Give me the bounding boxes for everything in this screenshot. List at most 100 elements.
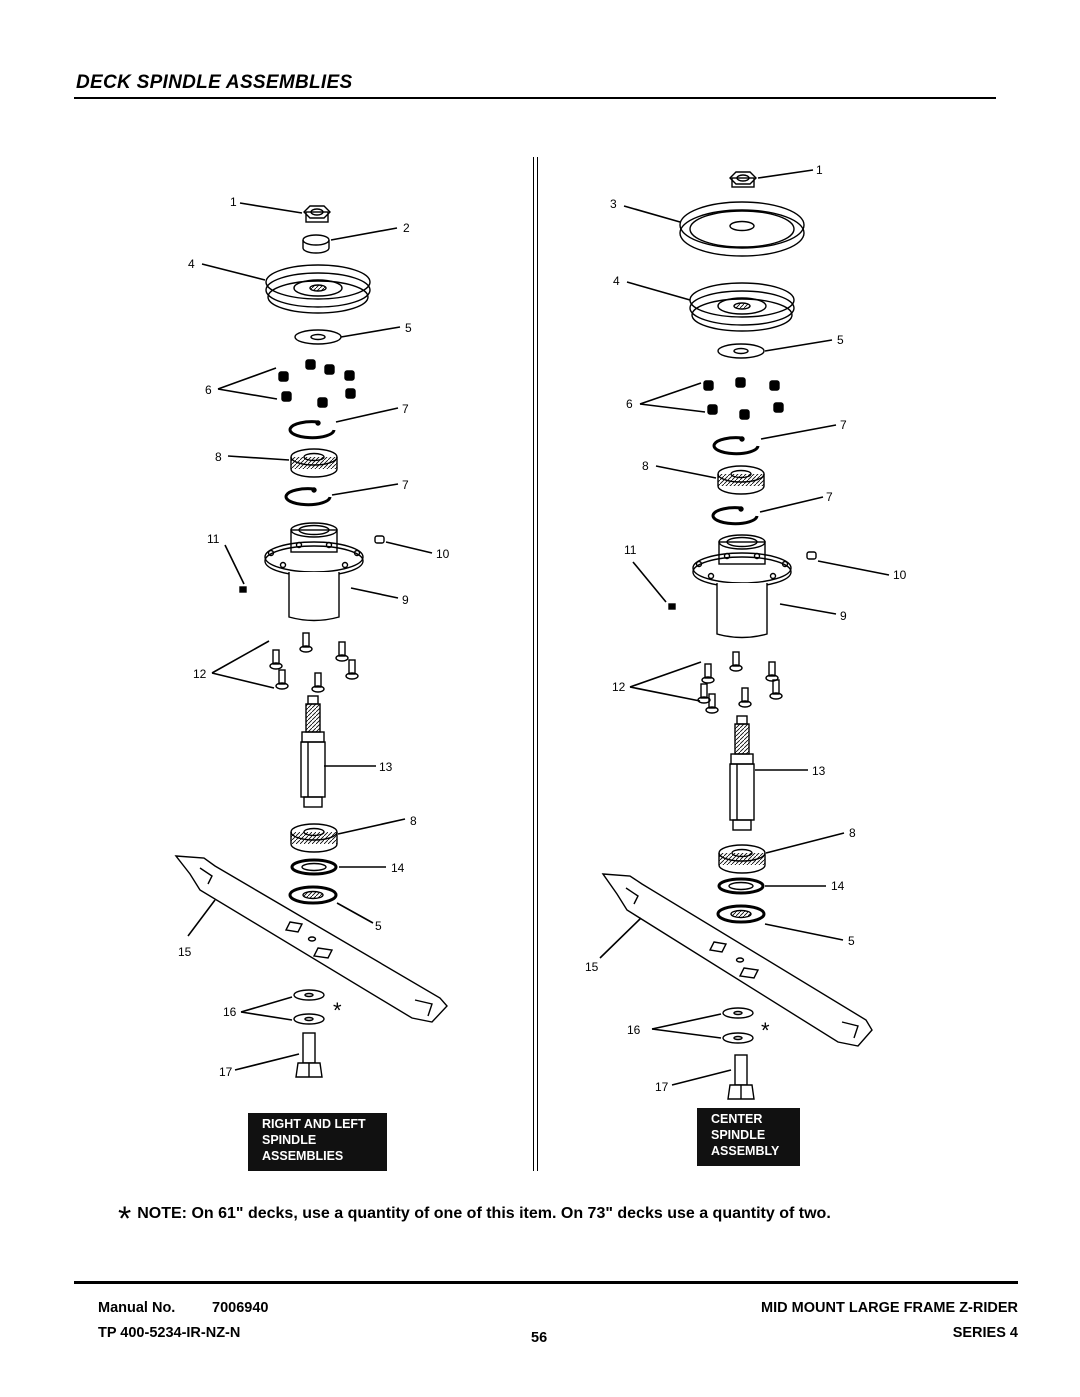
center-caption-line-1: CENTER xyxy=(711,1112,763,1126)
left-spindle-shaft xyxy=(300,695,326,808)
right-callout-9: 9 xyxy=(840,609,847,623)
left-plug xyxy=(239,586,247,593)
left-callout-5: 5 xyxy=(405,321,412,335)
left-callout-17: 17 xyxy=(219,1065,233,1079)
left-caption-line-1: RIGHT AND LEFT xyxy=(262,1117,366,1131)
center-spindle-assembly xyxy=(599,169,890,1100)
left-callout-8: 8 xyxy=(215,450,222,464)
right-snap-ring-upper xyxy=(712,436,760,456)
right-callout-1: 1 xyxy=(816,163,823,177)
left-callout-5: 5 xyxy=(375,919,382,933)
manual-label: Manual No. xyxy=(98,1300,176,1316)
left-callout-4: 4 xyxy=(188,257,195,271)
note-asterisk: * xyxy=(118,1200,132,1238)
title-rule xyxy=(74,97,996,99)
right-callout-7: 7 xyxy=(826,490,833,504)
left-spindle-assembly xyxy=(174,202,448,1078)
right-bearing-lower xyxy=(718,844,766,874)
left-asterisk: * xyxy=(333,998,342,1023)
center-assembly-caption: CENTER SPINDLE ASSEMBLY xyxy=(697,1108,800,1166)
left-seal xyxy=(290,858,338,876)
left-callout-8: 8 xyxy=(410,814,417,828)
left-snap-ring-lower xyxy=(284,487,332,507)
right-callout-10: 10 xyxy=(893,568,907,582)
left-callout-1: 1 xyxy=(230,195,237,209)
left-washers-16 xyxy=(293,989,325,1025)
left-washer-part xyxy=(294,329,342,345)
right-callout-14: 14 xyxy=(831,879,845,893)
page-title: DECK SPINDLE ASSEMBLIES xyxy=(76,72,353,93)
page-number: 56 xyxy=(531,1330,548,1346)
right-callout-7: 7 xyxy=(840,418,847,432)
right-bolts-group xyxy=(697,651,783,714)
quantity-note: *NOTE: On 61" decks, use a quantity of o… xyxy=(118,1200,831,1239)
left-spindle-housing xyxy=(264,522,364,622)
right-callout-16: 16 xyxy=(627,1023,641,1037)
right-callout-6: 6 xyxy=(626,397,633,411)
right-plug xyxy=(668,603,676,610)
right-spindle-shaft xyxy=(729,715,755,831)
left-bearing-lower xyxy=(290,823,338,853)
left-grease-fitting xyxy=(374,535,385,544)
right-seal xyxy=(717,877,765,895)
left-spacer-part xyxy=(302,234,330,254)
right-callout-8: 8 xyxy=(849,826,856,840)
left-callout-13: 13 xyxy=(379,760,393,774)
right-callout-11: 11 xyxy=(624,543,637,557)
left-blade-bolt xyxy=(295,1032,323,1078)
right-callout-13: 13 xyxy=(812,764,826,778)
left-callout-6: 6 xyxy=(205,383,212,397)
right-nuts-group xyxy=(703,377,784,420)
right-callout-12: 12 xyxy=(612,680,626,694)
left-callout-2: 2 xyxy=(403,221,410,235)
left-caption-line-3: ASSEMBLIES xyxy=(262,1149,344,1163)
left-callout-9: 9 xyxy=(402,593,409,607)
left-caption-line-2: SPINDLE xyxy=(262,1133,317,1147)
right-washer-lower xyxy=(716,904,766,924)
center-divider xyxy=(533,157,538,1171)
left-callout-11: 11 xyxy=(207,532,220,546)
right-washer xyxy=(717,343,765,359)
center-caption-line-3: ASSEMBLY xyxy=(711,1144,780,1158)
left-blade xyxy=(174,855,448,1023)
left-callout-7: 7 xyxy=(402,402,409,416)
right-snap-ring-lower xyxy=(711,506,759,526)
left-assembly-caption: RIGHT AND LEFT SPINDLE ASSEMBLIES xyxy=(248,1113,387,1171)
tp-number: TP 400-5234-IR-NZ-N xyxy=(98,1325,241,1341)
right-callout-17: 17 xyxy=(655,1080,669,1094)
right-nut-part xyxy=(729,171,757,188)
left-callout-16: 16 xyxy=(223,1005,237,1019)
center-caption-line-2: SPINDLE xyxy=(711,1128,766,1142)
right-callout-15: 15 xyxy=(585,960,599,974)
left-pulley-part xyxy=(265,264,371,314)
product-name: MID MOUNT LARGE FRAME Z-RIDER xyxy=(761,1300,1018,1316)
right-callout-3: 3 xyxy=(610,197,617,211)
right-leader-lines xyxy=(599,169,890,1086)
left-leader-lines xyxy=(187,202,433,1071)
left-nut-part xyxy=(303,205,331,223)
right-blade-bolt xyxy=(727,1054,755,1100)
right-washers-16 xyxy=(722,1007,754,1044)
left-callout-12: 12 xyxy=(193,667,207,681)
right-callout-4: 4 xyxy=(613,274,620,288)
right-grease-fitting xyxy=(806,551,817,560)
left-callout-14: 14 xyxy=(391,861,405,875)
left-callout-7: 7 xyxy=(402,478,409,492)
left-nuts-group xyxy=(278,359,356,408)
right-callout-5: 5 xyxy=(848,934,855,948)
left-bolts-group xyxy=(269,632,359,693)
right-pulley xyxy=(689,282,795,332)
footer-rule xyxy=(74,1281,1018,1284)
manual-number: 7006940 xyxy=(212,1300,269,1316)
right-spindle-housing xyxy=(692,534,792,639)
series-label: SERIES 4 xyxy=(952,1325,1018,1341)
left-callout-10: 10 xyxy=(436,547,450,561)
right-blade xyxy=(601,873,873,1047)
right-callout-5: 5 xyxy=(837,333,844,347)
right-bearing-upper xyxy=(717,465,765,495)
left-snap-ring-upper xyxy=(288,420,336,440)
right-asterisk: * xyxy=(761,1018,770,1043)
